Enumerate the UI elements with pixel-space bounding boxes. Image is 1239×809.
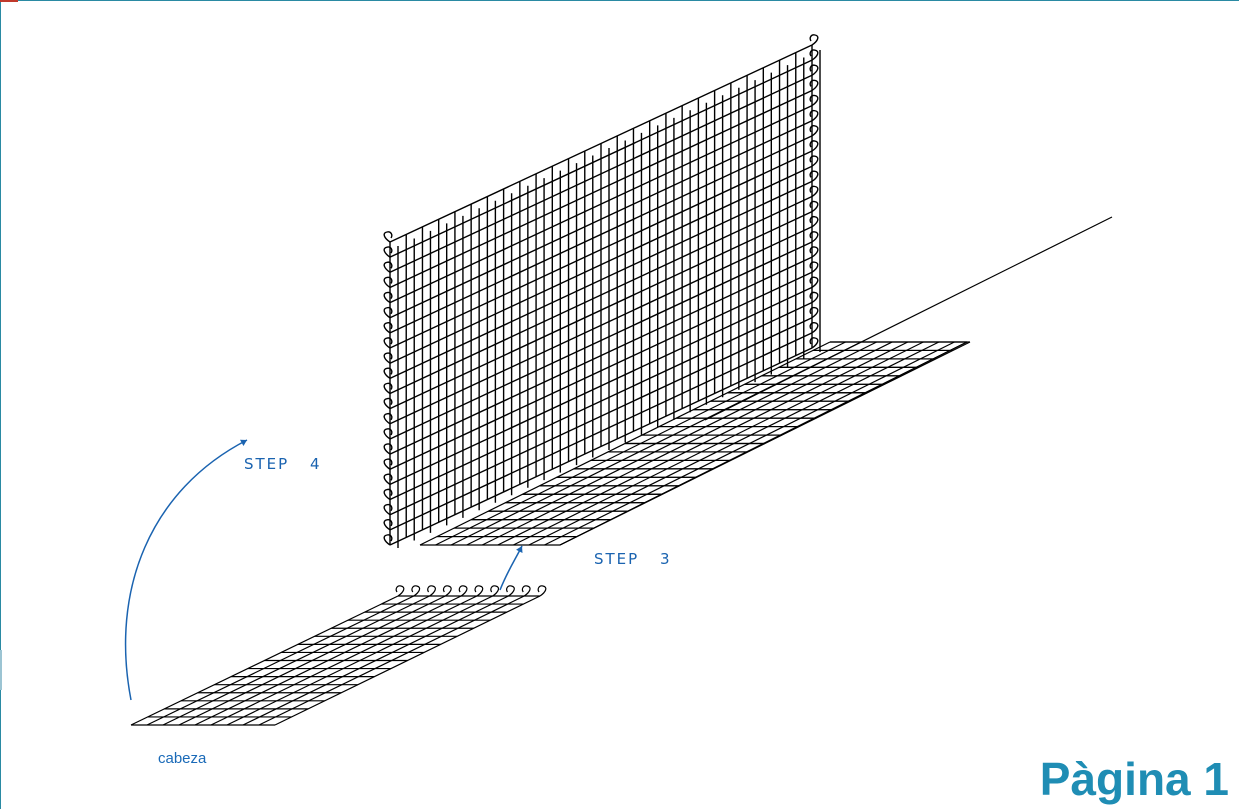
- wall-mesh-line: [389, 195, 813, 395]
- flap-hook: [411, 585, 421, 597]
- wall-left-hook: [383, 503, 393, 516]
- wall-left-hook: [383, 534, 393, 546]
- wall-right-hook: [809, 49, 819, 61]
- wall-right-hook: [809, 261, 819, 273]
- flap-hook: [521, 585, 531, 597]
- step-3-arrow-head: [516, 546, 523, 553]
- flap-hook: [490, 585, 500, 597]
- wall-left-hook: [383, 352, 393, 364]
- wall-right-hook: [809, 185, 819, 198]
- wall-right-hook: [809, 64, 819, 76]
- wall-mesh-line: [389, 271, 813, 470]
- wall-mesh-line: [389, 211, 813, 410]
- wall-left-hook: [383, 443, 393, 455]
- wall-mesh-line: [389, 180, 813, 379]
- flap-hook: [537, 585, 547, 597]
- wall-right-hook: [809, 200, 819, 213]
- base-floor-mesh: [419, 216, 1113, 546]
- wall-mesh-line: [389, 44, 813, 243]
- wall-right-hook: [809, 34, 819, 46]
- wall-left-hook: [383, 519, 393, 531]
- wall-right-hook: [809, 109, 819, 122]
- wall-left-hook: [383, 397, 393, 410]
- wall-left-hook: [383, 428, 393, 440]
- wall-left-hook: [383, 261, 393, 273]
- flap-hook: [395, 585, 405, 597]
- wall-right-hook: [809, 337, 819, 349]
- wall-left-hook: [383, 306, 393, 319]
- wall-mesh-line: [389, 74, 813, 273]
- left-edge-mark: [0, 650, 2, 690]
- wall-mesh-line: [389, 332, 813, 531]
- fold-arrows: [124, 439, 523, 701]
- wall-right-hook: [809, 215, 819, 228]
- wall-right-hook: [809, 322, 819, 334]
- wall-left-hook: [383, 412, 393, 425]
- wall-left-hook: [383, 276, 393, 289]
- wall-right-hook: [809, 276, 819, 288]
- wall-mesh-line: [389, 347, 813, 546]
- vertical-wall-mesh: [383, 34, 821, 548]
- wall-left-hook: [383, 231, 393, 243]
- wall-mesh-line: [389, 226, 813, 425]
- wall-left-hook: [383, 337, 393, 349]
- flap-hook: [458, 585, 468, 597]
- wall-right-hook: [809, 79, 819, 92]
- wall-left-hook: [383, 291, 393, 304]
- step-4-label: STEP 4: [244, 455, 322, 473]
- corner-mark: [0, 0, 18, 2]
- flap-hook: [442, 585, 452, 597]
- base-edge-line: [704, 216, 1113, 421]
- wall-right-hook: [809, 155, 819, 167]
- wall-right-hook: [809, 170, 819, 182]
- wall-mesh-line: [389, 286, 813, 486]
- step-3-label: STEP 3: [594, 550, 672, 568]
- wall-mesh-line: [389, 256, 813, 455]
- loose-end-panel-mesh: [130, 585, 547, 726]
- wall-mesh-line: [389, 104, 813, 304]
- wall-mesh-line: [389, 241, 813, 440]
- wall-mesh-line: [389, 120, 813, 319]
- flap-hook: [474, 585, 484, 597]
- wall-right-hook: [809, 306, 819, 319]
- wall-mesh-line: [389, 301, 813, 501]
- wall-right-hook: [809, 231, 819, 243]
- wall-right-hook: [809, 125, 819, 137]
- flap-hook: [506, 585, 515, 597]
- wall-mesh-line: [389, 59, 813, 258]
- cabeza-label: cabeza: [158, 750, 207, 767]
- wall-left-hook: [383, 382, 393, 395]
- step-4-arrow-head: [240, 439, 247, 447]
- flap-hook: [427, 585, 436, 597]
- wall-left-hook: [383, 322, 393, 334]
- wall-right-hook: [809, 94, 819, 107]
- wall-left-hook: [383, 458, 393, 470]
- wall-left-hook: [383, 246, 393, 258]
- wall-right-hook: [809, 140, 819, 152]
- wall-left-hook: [383, 367, 393, 379]
- page-number: Pàgina 1: [1039, 753, 1229, 805]
- wall-mesh-line: [389, 317, 813, 516]
- wall-right-hook: [809, 246, 819, 258]
- wall-right-hook: [809, 291, 819, 304]
- step-4-arrow: [124, 439, 248, 701]
- wall-left-hook: [383, 473, 393, 485]
- wall-mesh-line: [389, 89, 813, 289]
- step-3-arrow: [499, 545, 523, 591]
- wall-mesh-line: [389, 150, 813, 349]
- wall-mesh-line: [389, 165, 813, 364]
- wall-mesh-line: [389, 135, 813, 334]
- wall-left-hook: [383, 488, 393, 501]
